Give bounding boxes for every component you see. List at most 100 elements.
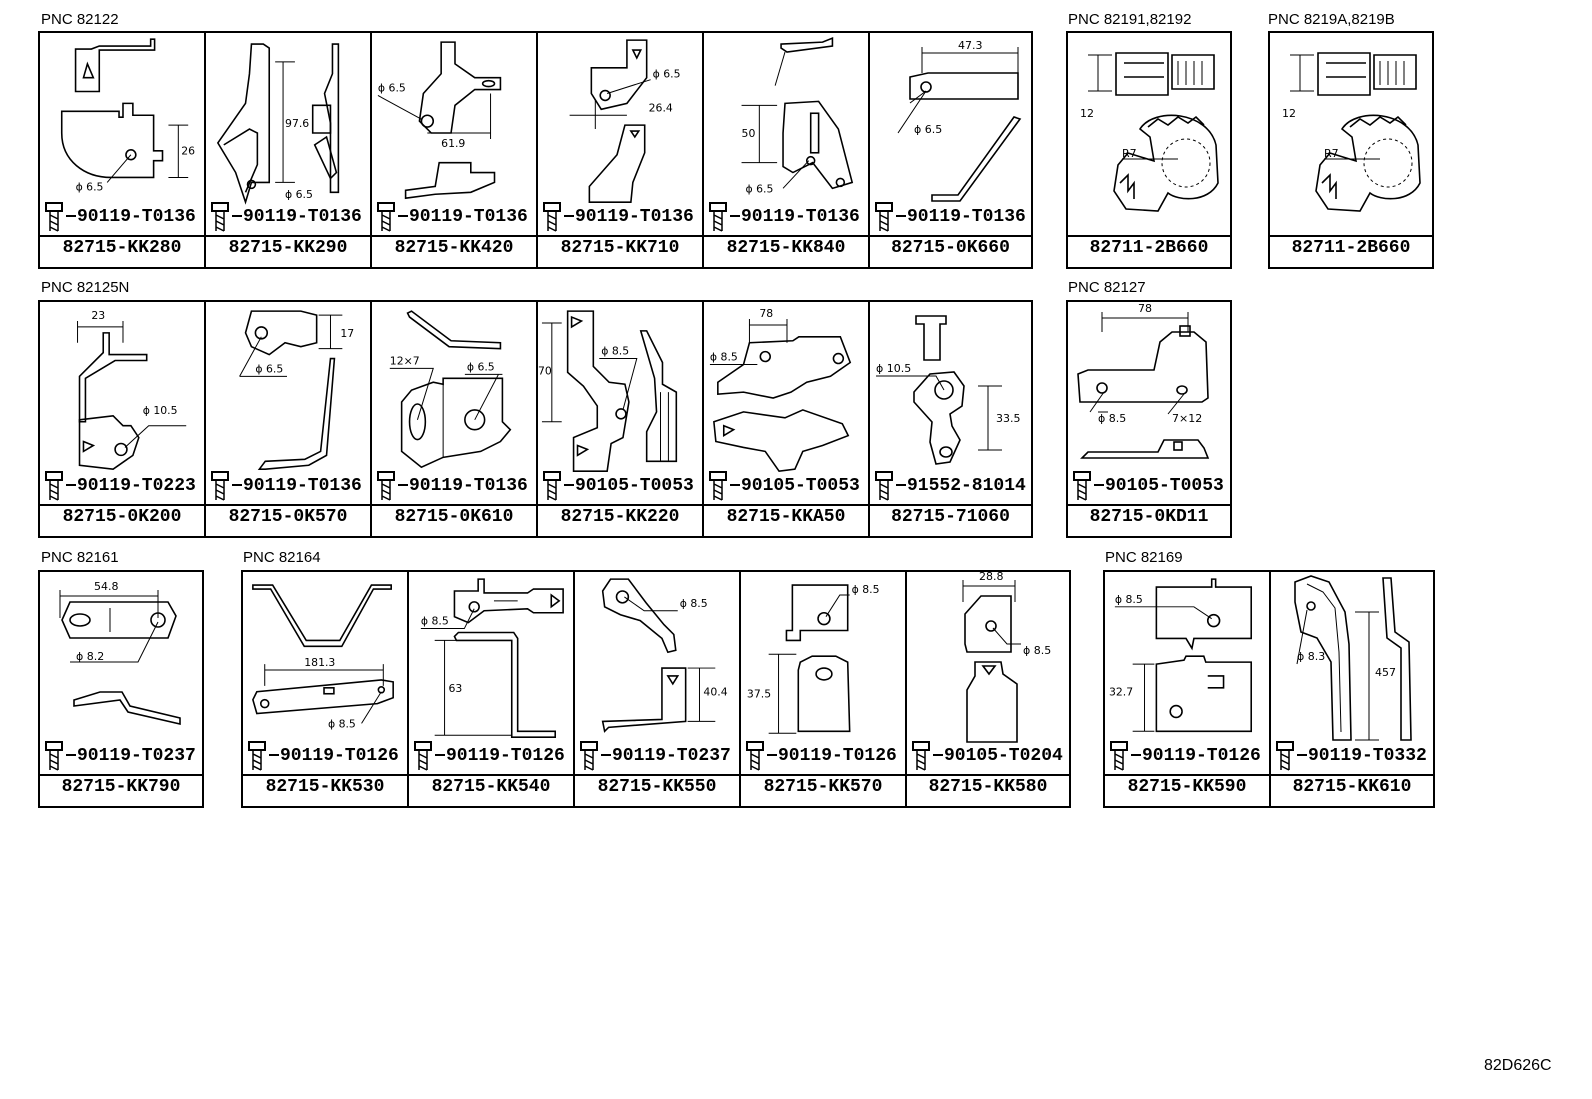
dim-label: ϕ 8.5 [421, 615, 449, 628]
part-cell[interactable]: ϕ 8.5 63 90119-T0126 82715-KK540 [409, 572, 575, 806]
dim-label: ϕ 8.2 [76, 650, 104, 663]
bolt-icon [45, 471, 63, 501]
dim-label: ϕ 8.5 [601, 345, 629, 358]
dim-label: ϕ 8.5 [852, 583, 880, 596]
part-cell[interactable]: 54.8 ϕ 8.2 90119-T0237 82715-KK790 [40, 572, 202, 806]
bolt-icon [1073, 471, 1091, 501]
dim-label: ϕ 8.5 [1098, 412, 1126, 425]
dim-label: 23 [91, 309, 105, 322]
bolt-icon [45, 741, 63, 771]
bolt-icon [211, 202, 229, 232]
dim-label: 26 [181, 145, 195, 158]
dim-label: ϕ 8.5 [680, 597, 708, 610]
part-drawing: ϕ 6.5 26.4 [538, 33, 702, 235]
bolt-icon [211, 471, 229, 501]
part-cell[interactable]: 23 ϕ 10.5 90119-T0223 82715-0K200 [40, 302, 206, 536]
part-cell[interactable]: 12×7 ϕ 6.5 90119-T0136 82715-0K610 [372, 302, 538, 536]
part-cell[interactable]: 78 ϕ 8.5 90105-T0053 82715-KKA50 [704, 302, 870, 536]
part-drawing: 12×7 ϕ 6.5 [372, 302, 536, 504]
part-number: 82715-KK840 [726, 238, 846, 258]
dim-label: 50 [742, 127, 756, 140]
divider [206, 235, 370, 237]
dim-label: 12×7 [390, 354, 420, 367]
part-cell[interactable]: 12 R7 82711-2B660 [1270, 33, 1432, 267]
part-cell[interactable]: ϕ 8.5 37.5 90119-T0126 82715-KK570 [741, 572, 907, 806]
part-cell[interactable]: ϕ 8.5 32.7 90119-T0126 82715-KK590 [1105, 572, 1271, 806]
clamp-drawing: 12 R7 [1282, 52, 1421, 212]
part-drawing: 12 R7 [1068, 33, 1230, 235]
part-cell[interactable]: ϕ 6.5 26.4 90119-T0136 82715-KK710 [538, 33, 704, 267]
part-cell[interactable]: ϕ 10.5 33.5 91552-81014 82715-71060 [870, 302, 1031, 536]
divider [1270, 235, 1432, 237]
divider [1105, 774, 1269, 776]
bolt-part-number: 90119-T0136 [398, 207, 528, 227]
bolt-icon [543, 471, 561, 501]
bracket-drawing: ϕ 8.3 457 [1294, 575, 1412, 741]
bracket-drawing: 26 ϕ 6.5 [60, 38, 195, 193]
part-number: 82715-KKA50 [726, 507, 846, 527]
dim-label: R7 [1324, 147, 1339, 160]
part-cell[interactable]: 181.3 ϕ 8.5 90119-T0126 82715-KK530 [243, 572, 409, 806]
part-cell[interactable]: ϕ 8.3 457 90119-T0332 82715-KK610 [1271, 572, 1433, 806]
part-drawing: ϕ 6.5 61.9 [372, 33, 536, 235]
bracket-drawing: 70 ϕ 8.5 [538, 310, 678, 472]
part-number: 82711-2B660 [1089, 238, 1209, 258]
divider [1068, 235, 1230, 237]
bracket-drawing: 23 ϕ 10.5 [77, 309, 187, 471]
bolt-icon [580, 741, 598, 771]
dim-label: 28.8 [979, 572, 1004, 583]
bolt-part-number: 90119-T0136 [398, 476, 528, 496]
part-cell[interactable]: 47.3 ϕ 6.5 90119-T0136 82715-0K660 [870, 33, 1031, 267]
divider [40, 504, 204, 506]
bracket-drawing: 97.6 ϕ 6.5 [216, 43, 340, 205]
part-cell[interactable]: 12 R7 82711-2B660 [1068, 33, 1230, 267]
bolt-icon [543, 202, 561, 232]
dim-label: 70 [538, 364, 552, 377]
dim-label: 40.4 [703, 686, 727, 699]
part-cell[interactable]: ϕ 6.5 61.9 90119-T0136 82715-KK420 [372, 33, 538, 267]
dim-label: ϕ 6.5 [745, 182, 773, 195]
dim-label: ϕ 6.5 [914, 123, 942, 136]
part-cell[interactable]: 50 ϕ 6.5 90119-T0136 82715-KK840 [704, 33, 870, 267]
part-number: 82715-KK610 [1292, 777, 1412, 797]
bolt-part-number: 90119-T0136 [564, 207, 694, 227]
divider [40, 774, 202, 776]
part-cell[interactable]: ϕ 8.5 40.4 90119-T0237 82715-KK550 [575, 572, 741, 806]
part-drawing: 54.8 ϕ 8.2 [40, 572, 202, 774]
part-group-82127: 78 ϕ 8.5 7×12 90105-T0053 82715-0KD11 [1066, 300, 1232, 538]
dim-label: ϕ 6.5 [378, 82, 406, 95]
bracket-drawing: ϕ 8.5 40.4 [601, 578, 728, 733]
part-cell[interactable]: 17 ϕ 6.5 90119-T0136 82715-0K570 [206, 302, 372, 536]
part-cell[interactable]: 97.6 ϕ 6.5 90119-T0136 82715-KK290 [206, 33, 372, 267]
divider [870, 504, 1031, 506]
part-cell[interactable]: 26 ϕ 6.5 90119-T0136 82715-KK280 [40, 33, 206, 267]
part-drawing: 50 ϕ 6.5 [704, 33, 868, 235]
bolt-part-number: 90119-T0223 [66, 476, 196, 496]
dim-label: 63 [449, 682, 463, 695]
part-cell[interactable]: 70 ϕ 8.5 90105-T0053 82715-KK220 [538, 302, 704, 536]
dim-label: ϕ 6.5 [653, 68, 681, 81]
part-number: 82715-0KD11 [1089, 507, 1209, 527]
part-number: 82715-KK790 [61, 777, 181, 797]
part-number: 82715-0K610 [394, 507, 514, 527]
dim-label: 54.8 [94, 580, 119, 593]
dim-label: ϕ 8.5 [1115, 593, 1143, 606]
part-number: 82715-KK220 [560, 507, 680, 527]
bolt-part-number: 90119-T0126 [1131, 746, 1261, 766]
bolt-part-number: 90119-T0126 [435, 746, 565, 766]
part-drawing: 97.6 ϕ 6.5 [206, 33, 370, 235]
part-group-82122: 26 ϕ 6.5 90119-T0136 82715-KK280 97.6 ϕ … [38, 31, 1033, 269]
part-cell[interactable]: 28.8 ϕ 8.5 90105-T0204 82715-KK580 [907, 572, 1069, 806]
dim-label: ϕ 6.5 [285, 188, 313, 201]
part-drawing: 47.3 ϕ 6.5 [870, 33, 1031, 235]
divider [372, 504, 536, 506]
dim-label: 32.7 [1109, 686, 1133, 699]
divider [372, 235, 536, 237]
part-cell[interactable]: 78 ϕ 8.5 7×12 90105-T0053 82715-0KD11 [1068, 302, 1230, 536]
bracket-drawing: 181.3 ϕ 8.5 [252, 584, 394, 730]
bracket-drawing: ϕ 6.5 61.9 [377, 41, 502, 200]
part-drawing: 78 ϕ 8.5 [704, 302, 868, 504]
dim-label: 33.5 [996, 412, 1021, 425]
bolt-icon [414, 741, 432, 771]
dim-label: 181.3 [304, 656, 335, 669]
